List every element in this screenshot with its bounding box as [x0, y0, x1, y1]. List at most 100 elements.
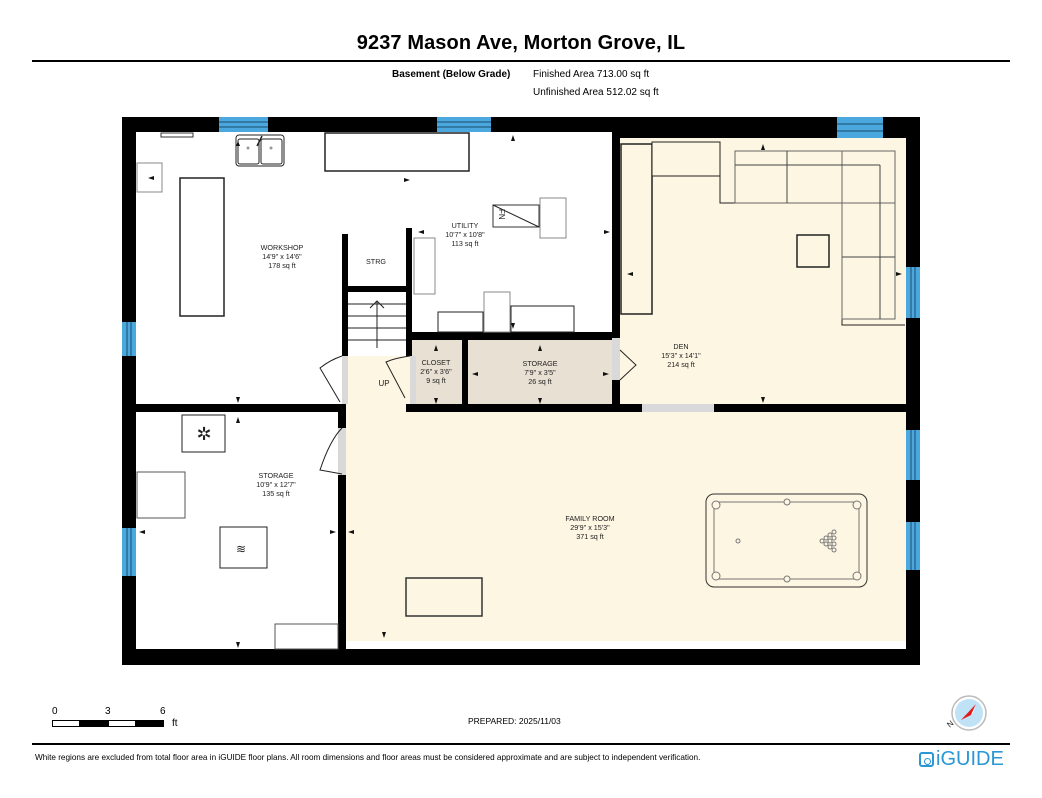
- room-label-closet: CLOSET 2'6" x 3'6" 9 sq ft: [420, 358, 452, 385]
- appliance-icon: [483, 291, 511, 333]
- svg-text:UTILITY: UTILITY: [452, 221, 479, 230]
- wall-east: [906, 117, 920, 665]
- svg-text:178 sq ft: 178 sq ft: [268, 261, 296, 270]
- scale-tick-6: 6: [160, 706, 166, 717]
- window-icon: [837, 117, 883, 138]
- page-title: 9237 Mason Ave, Morton Grove, IL: [356, 32, 686, 54]
- svg-text:✲: ✲: [196, 424, 211, 444]
- svg-text:29'9" x 15'3": 29'9" x 15'3": [570, 523, 610, 532]
- tv-stand-icon: [405, 577, 483, 617]
- brand-name: iGUIDE: [936, 748, 1004, 770]
- svg-text:≋: ≋: [236, 542, 246, 556]
- svg-text:15'3" x 14'1": 15'3" x 14'1": [661, 351, 701, 360]
- svg-text:14'9" x 14'6": 14'9" x 14'6": [262, 252, 302, 261]
- doorway-storage: [338, 428, 346, 475]
- wall-family-north-b: [714, 404, 912, 412]
- unfinished-area: Unfinished Area 512.02 sq ft: [533, 87, 659, 98]
- furnace-label: FN: [497, 209, 506, 220]
- svg-text:2'6" x 3'6": 2'6" x 3'6": [420, 367, 452, 376]
- finished-area: Finished Area 713.00 sq ft: [533, 69, 650, 80]
- room-label-family-room: FAMILY ROOM 29'9" x 15'3" 371 sq ft: [565, 514, 614, 541]
- pool-table-icon: [705, 493, 868, 588]
- water-heater-icon: ≋: [219, 526, 268, 569]
- footer-divider: [32, 743, 1010, 745]
- svg-text:10'7" x 10'8": 10'7" x 10'8": [445, 230, 485, 239]
- door-swing-icon: [319, 355, 343, 403]
- den-floor: [614, 138, 906, 408]
- svg-text:10'9" x 12'7": 10'9" x 12'7": [256, 480, 296, 489]
- shelf-icon: [136, 471, 186, 519]
- room-label-storage-small: STORAGE 7'9" x 3'5" 26 sq ft: [522, 359, 557, 386]
- doorway-den-family: [642, 404, 714, 412]
- brand-logo-icon: [919, 752, 934, 767]
- stairs-icon: [348, 292, 406, 356]
- window-icon: [122, 528, 136, 576]
- svg-text:135 sq ft: 135 sq ft: [262, 489, 290, 498]
- wall-den-storage: [612, 380, 620, 410]
- svg-text:113 sq ft: 113 sq ft: [451, 239, 478, 248]
- disclaimer-text: White regions are excluded from total fl…: [35, 753, 701, 762]
- wall-family-north-a: [406, 404, 642, 412]
- window-icon: [122, 322, 136, 356]
- svg-text:371 sq ft: 371 sq ft: [576, 532, 604, 541]
- room-label-den: DEN 15'3" x 14'1" 214 sq ft: [661, 342, 701, 369]
- cabinet-icon: [413, 237, 436, 295]
- room-label-utility: UTILITY 10'7" x 10'8" 113 sq ft: [445, 221, 485, 248]
- svg-text:FAMILY ROOM: FAMILY ROOM: [565, 514, 614, 523]
- furnace-icon: FN: [492, 204, 540, 228]
- wall-utility-south: [406, 332, 620, 340]
- freezer-icon: ✲: [181, 414, 226, 453]
- shelf-icon: [160, 132, 194, 138]
- door-swing-icon: [385, 355, 411, 399]
- svg-text:9 sq ft: 9 sq ft: [426, 376, 446, 385]
- wall-workshop-storage: [136, 404, 342, 412]
- window-icon: [437, 117, 491, 132]
- water-heater-icon: [539, 197, 567, 239]
- wall-storage-family-a: [338, 404, 346, 428]
- door-swing-icon: [619, 349, 637, 381]
- appliance-icon: [510, 305, 575, 333]
- header-divider: [32, 60, 1010, 62]
- wall-west: [122, 117, 136, 665]
- scale-tick-0: 0: [52, 706, 58, 717]
- workbench-icon: [324, 132, 470, 172]
- table-icon: [179, 177, 225, 317]
- shelf-icon: [274, 623, 339, 650]
- door-swing-icon: [319, 427, 343, 475]
- svg-text:CLOSET: CLOSET: [422, 358, 451, 367]
- cabinet-icon: [620, 143, 653, 315]
- scale-segment: [52, 720, 80, 727]
- dimension-marker-icon: [139, 135, 902, 648]
- wall-strg-south: [342, 286, 412, 292]
- doorway-closet: [410, 356, 416, 404]
- stairs-up-label: UP: [378, 379, 389, 388]
- desk-icon: [651, 141, 721, 177]
- compass-icon: N: [945, 695, 987, 731]
- scale-unit: ft: [172, 718, 178, 729]
- scale-segment: [136, 720, 164, 727]
- svg-text:STORAGE: STORAGE: [522, 359, 557, 368]
- wall-closet-storage: [462, 340, 468, 406]
- wall-utility-den: [612, 132, 620, 338]
- svg-text:26 sq ft: 26 sq ft: [528, 377, 552, 386]
- svg-text:WORKSHOP: WORKSHOP: [261, 243, 304, 252]
- scale-tick-3: 3: [105, 706, 111, 717]
- brand-logo: iGUIDE: [919, 748, 1004, 771]
- stair-landing-floor: [342, 352, 410, 412]
- sink-icon: [235, 134, 285, 167]
- window-icon: [906, 430, 920, 480]
- wall-strg-west: [342, 234, 348, 356]
- window-icon: [219, 117, 268, 132]
- scale-segment: [108, 720, 136, 727]
- sectional-sofa-icon: [719, 142, 905, 326]
- scale-segment: [80, 720, 108, 727]
- room-label-storage-large: STORAGE 10'9" x 12'7" 135 sq ft: [256, 471, 296, 498]
- appliance-icon: [437, 311, 484, 333]
- svg-text:DEN: DEN: [673, 342, 688, 351]
- prepared-date: PREPARED: 2025/11/03: [468, 716, 561, 726]
- svg-text:7'9" x 3'5": 7'9" x 3'5": [524, 368, 556, 377]
- window-icon: [906, 522, 920, 570]
- svg-text:214 sq ft: 214 sq ft: [667, 360, 695, 369]
- wall-storage-family-b: [338, 475, 346, 651]
